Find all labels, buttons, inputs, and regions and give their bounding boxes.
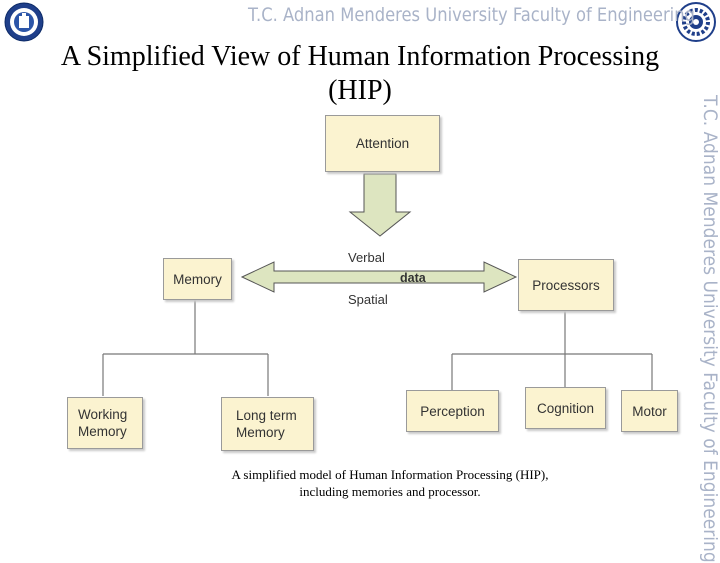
attention-box: Attention (325, 115, 440, 172)
motor-label: Motor (632, 403, 667, 419)
spatial-label: Spatial (348, 292, 388, 307)
memory-box: Memory (163, 258, 232, 300)
header-banner: T.C. Adnan Menderes University Faculty o… (248, 4, 695, 26)
data-double-arrow (240, 261, 518, 293)
long-term-memory-line-1: Long term (236, 408, 297, 423)
diagram-connectors (102, 173, 653, 396)
verbal-label: Verbal (348, 250, 385, 265)
long-term-memory-box: Long term Memory (221, 397, 314, 451)
attention-down-arrow (348, 173, 412, 237)
perception-box: Perception (406, 390, 499, 432)
attention-label: Attention (355, 136, 410, 151)
slide-title: A Simplified View of Human Information P… (0, 40, 720, 108)
caption-line-1: A simplified model of Human Information … (231, 467, 549, 482)
title-line-2: (HIP) (328, 75, 392, 106)
working-memory-line-1: Working (78, 407, 128, 422)
motor-box: Motor (621, 390, 678, 432)
university-seal-logo-left (4, 2, 44, 42)
caption-line-2: including memories and processor. (299, 484, 481, 499)
processors-label: Processors (532, 277, 600, 293)
processors-box: Processors (518, 259, 614, 311)
faculty-gear-logo-right (676, 2, 716, 42)
figure-caption: A simplified model of Human Information … (200, 466, 580, 500)
cognition-box: Cognition (525, 387, 606, 429)
data-label: data (400, 271, 426, 285)
memory-label: Memory (173, 271, 222, 287)
cognition-label: Cognition (536, 400, 595, 416)
perception-label: Perception (420, 403, 485, 419)
working-memory-box: Working Memory (67, 397, 143, 449)
long-term-memory-line-2: Memory (236, 425, 285, 440)
working-memory-line-2: Memory (78, 424, 127, 439)
title-line-1: A Simplified View of Human Information P… (60, 41, 660, 72)
